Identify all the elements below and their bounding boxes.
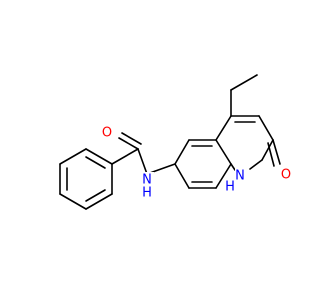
- ring-bond: [174, 139, 190, 165]
- ring-hydrogen-label: H: [225, 180, 235, 195]
- c-c-bond: [111, 148, 139, 165]
- c-o-double-bond: [267, 142, 275, 167]
- c-o-double-bond: [121, 132, 142, 145]
- lactam-oxygen-label: O: [281, 168, 291, 183]
- ring-bond: [174, 163, 190, 189]
- ring-inner-bond: [85, 156, 106, 169]
- c-o-double-bond: [272, 139, 281, 165]
- amide-nh-atom: N H: [140, 172, 154, 201]
- amide-oxygen-atom: O: [100, 124, 114, 141]
- ring-bond: [249, 159, 263, 170]
- ring-bond: [230, 163, 236, 171]
- c-n-bond: [137, 148, 148, 175]
- amide-nitrogen-label: N: [142, 173, 152, 188]
- ring-bond: [59, 193, 87, 210]
- amide-oxygen-label: O: [102, 126, 112, 141]
- ethyl-bond: [230, 74, 258, 91]
- c-o-double-bond: [118, 137, 139, 150]
- ring-bond: [258, 115, 274, 141]
- lactam-oxygen-atom: O: [279, 167, 293, 183]
- molecule-diagram: O N H N H O: [59, 74, 293, 210]
- amide-hydrogen-label: H: [142, 186, 152, 201]
- ring-bond: [215, 139, 232, 165]
- ring-bond: [85, 148, 113, 165]
- ring-bond: [215, 163, 232, 189]
- ring-nitrogen-label: N: [235, 169, 245, 184]
- ring-bond: [215, 115, 232, 141]
- atom-label-layer: O N H N H O: [100, 124, 293, 201]
- ring-inner-bond: [85, 189, 106, 202]
- structure-drawing: O N H N H O: [59, 74, 293, 210]
- ring-bond: [59, 148, 87, 165]
- ring-bond: [85, 193, 113, 210]
- ring-bond: [261, 139, 274, 161]
- bond-layer: [59, 74, 281, 210]
- ring-nh-atom: N H: [224, 168, 246, 195]
